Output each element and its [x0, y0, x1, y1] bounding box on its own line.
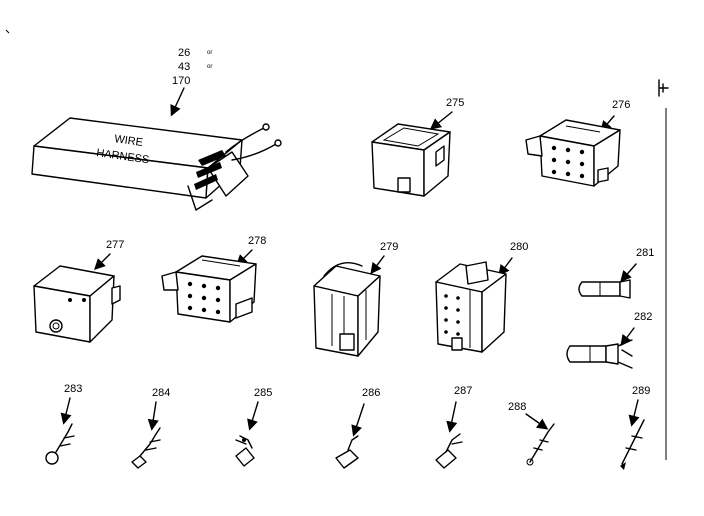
label-275: 275: [446, 97, 464, 109]
label-279: 279: [380, 241, 398, 253]
harness-or-2: or: [207, 64, 212, 70]
harness-number-1: 26: [178, 47, 190, 59]
wire-harness-group: 26 or 43 or 170 WIRE HARNESS: [31, 47, 282, 211]
box-text-wire: WIRE: [114, 133, 144, 149]
label-278: 278: [248, 235, 266, 247]
label-277: 277: [106, 239, 124, 251]
harness-number-2: 43: [178, 61, 190, 73]
right-edge-line: [658, 79, 669, 460]
label-281: 281: [636, 247, 654, 259]
part-286: 286: [335, 387, 380, 469]
label-283: 283: [64, 383, 82, 395]
part-278: 278: [161, 235, 266, 323]
part-279: 279: [313, 241, 398, 357]
label-280: 280: [510, 241, 528, 253]
part-283: 283: [45, 383, 82, 465]
part-285: 285: [235, 387, 272, 467]
label-284: 284: [152, 387, 170, 399]
part-276: 276: [525, 99, 630, 187]
harness-or-1: or: [207, 50, 212, 56]
part-287: 287: [435, 385, 472, 469]
part-275: 275: [371, 97, 464, 197]
label-289: 289: [632, 385, 650, 397]
wire-harness-box: WIRE HARNESS: [31, 117, 282, 211]
part-277: 277: [33, 239, 124, 343]
part-289: 289: [620, 385, 650, 470]
label-285: 285: [254, 387, 272, 399]
label-282: 282: [634, 311, 652, 323]
label-288: 288: [508, 401, 526, 413]
part-280: 280: [435, 241, 528, 353]
stray-mark: [5, 29, 10, 34]
part-281: 281: [578, 247, 654, 299]
part-284: 284: [131, 387, 170, 469]
part-288: 288: [508, 401, 555, 466]
harness-number-3: 170: [172, 75, 190, 87]
label-286: 286: [362, 387, 380, 399]
label-287: 287: [454, 385, 472, 397]
harness-leader-arrow: [170, 87, 185, 117]
part-282: 282: [566, 311, 652, 369]
label-276: 276: [612, 99, 630, 111]
